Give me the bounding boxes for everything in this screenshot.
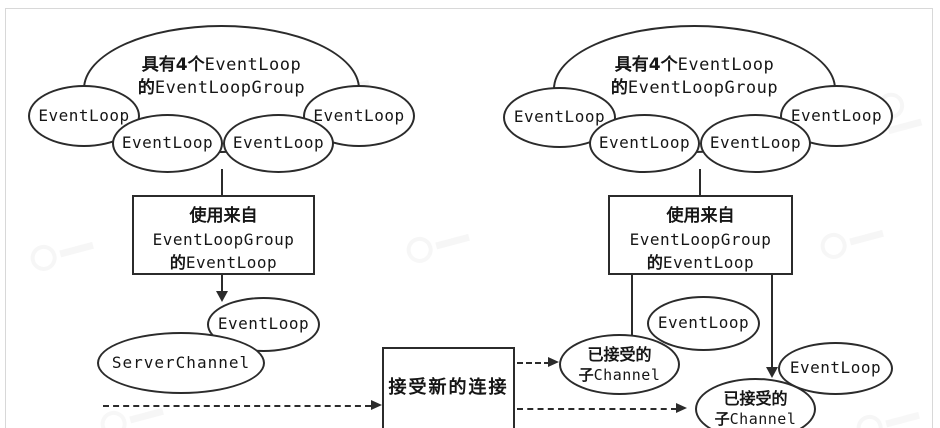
accept-connection-label: 接受新的连接 [388,377,509,398]
left-selector-line2: EventLoopGroup [152,230,295,249]
accepted-child-channel-ellipse-2: 已接受的 子Channel [695,378,816,428]
right-selector-box: 使用来自 EventLoopGroup 的EventLoop [608,195,793,275]
accepted-child-channel-ellipse-1: 已接受的 子Channel [559,334,680,395]
serverchannel-to-acceptbox-dashed-connector [103,405,371,407]
acceptbox-to-child-a-dashed-connector [517,362,550,364]
arrowhead-right [676,403,687,413]
left-selector-line1: 使用来自 [189,206,258,226]
right-eventloop-ellipse-4: EventLoop [780,85,893,147]
server-channel-ellipse: ServerChannel [97,332,265,394]
right-assigned-eventloop-ellipse-1: EventLoop [647,296,760,351]
right-eventloop-ellipse-2: EventLoop [589,114,700,173]
left-selected-eventloop-ellipse: EventLoop [207,297,320,352]
arrowhead-right [371,400,382,410]
arrowhead-right [548,357,559,367]
right-selector-line2: EventLoopGroup [629,230,772,249]
left-eventloop-ellipse-3: EventLoop [223,114,334,173]
right-selector-line1: 使用来自 [666,206,735,226]
arrowhead-down [216,291,228,302]
left-cloud-to-box-connector [221,169,223,197]
right-cloud-label: 具有4个EventLoop 的EventLoopGroup [610,55,779,98]
left-eventloop-ellipse-2: EventLoop [112,114,223,173]
accept-connection-box: 接受新的连接 [382,347,515,428]
right-eventloop-ellipse-3: EventLoop [700,114,811,173]
left-selector-box: 使用来自 EventLoopGroup 的EventLoop [132,195,315,275]
right-box-to-child-a-connector [631,275,633,336]
left-box-to-eventloop-connector [221,275,223,292]
left-cloud-label: 具有4个EventLoop 的EventLoopGroup [137,55,306,98]
arrowhead-down [766,367,778,378]
acceptbox-to-child-b-dashed-connector [517,408,677,410]
left-eventloopgroup-cloud: 具有4个EventLoop 的EventLoopGroup [83,25,360,153]
right-box-to-child-b-connector [771,275,773,368]
right-cloud-to-box-connector [699,169,701,197]
